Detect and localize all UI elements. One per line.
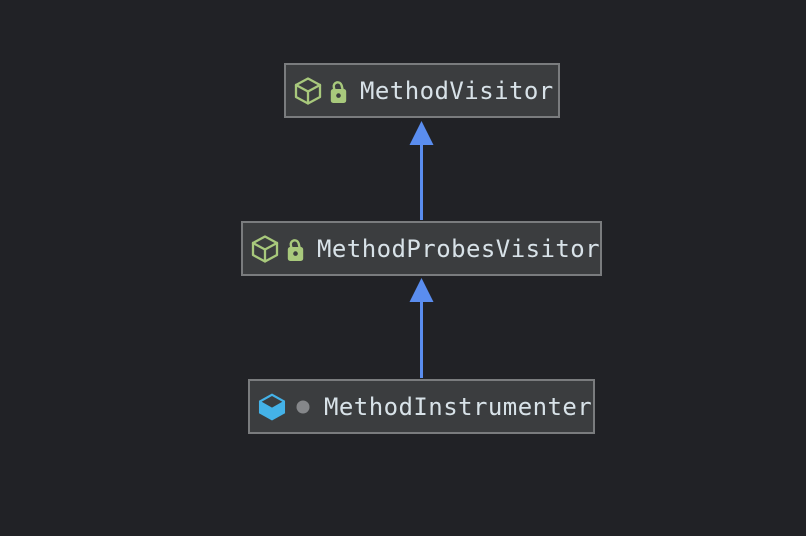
- package-private-dot-icon: [294, 392, 311, 422]
- class-node-methodvisitor[interactable]: MethodVisitor: [284, 63, 560, 118]
- class-node-methodprobesvisitor[interactable]: MethodProbesVisitor: [241, 221, 602, 276]
- inheritance-arrow-methodinstrumenter-to-methodprobesvisitor: [409, 278, 434, 378]
- inheritance-arrow-methodprobesvisitor-to-methodvisitor: [409, 121, 434, 220]
- lock-icon: [330, 76, 347, 106]
- class-node-methodinstrumenter[interactable]: MethodInstrumenter: [248, 379, 595, 434]
- class-name-label: MethodVisitor: [360, 76, 554, 105]
- class-name-label: MethodProbesVisitor: [317, 234, 601, 263]
- class-name-label: MethodInstrumenter: [324, 392, 593, 421]
- lock-icon: [287, 234, 304, 264]
- class-cube-outline-icon: [251, 234, 279, 264]
- class-cube-outline-icon: [294, 76, 322, 106]
- class-cube-filled-icon: [258, 392, 286, 422]
